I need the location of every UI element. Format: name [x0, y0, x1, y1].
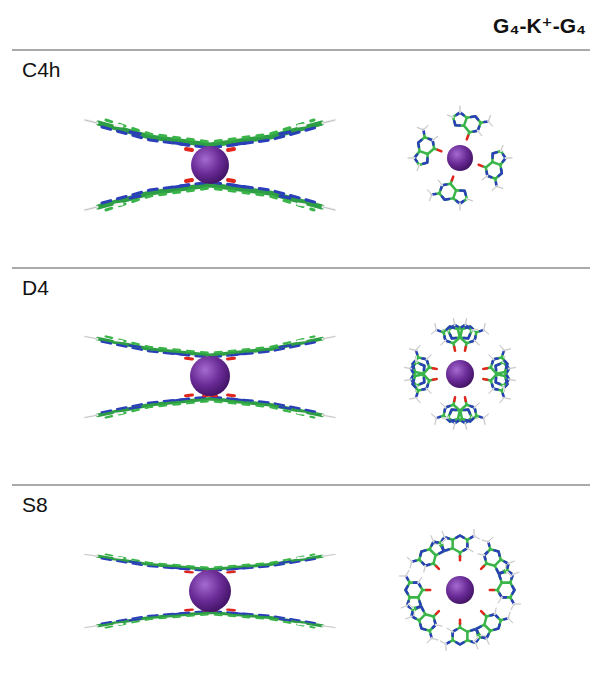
symmetry-label: D4 [22, 276, 49, 300]
side-view [85, 337, 335, 418]
top-view [401, 315, 518, 432]
symmetry-label: C4h [22, 58, 61, 82]
side-view [85, 554, 335, 627]
panel-divider [12, 50, 590, 485]
figure-title: G₄-K⁺-G₄ [493, 14, 586, 38]
top-view [399, 529, 522, 652]
top-view [404, 102, 517, 215]
side-view [85, 120, 335, 210]
symmetry-label: S8 [22, 493, 48, 517]
